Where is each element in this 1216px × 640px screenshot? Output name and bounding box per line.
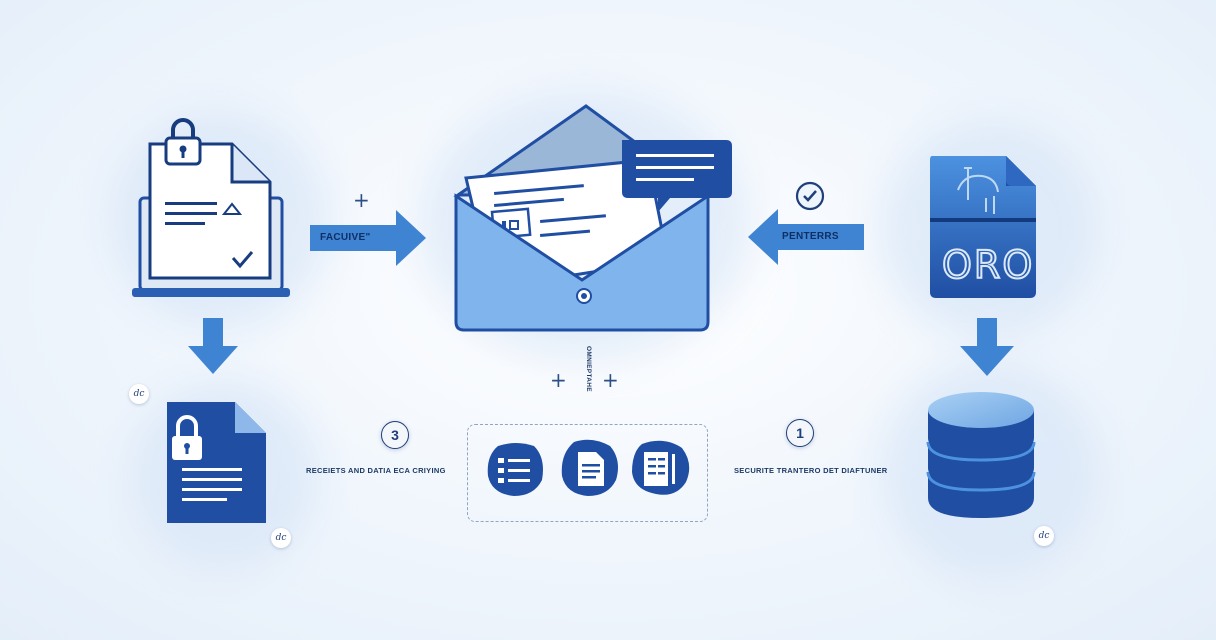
secure-panel-icon: ORO xyxy=(930,156,1036,298)
right-arrow xyxy=(310,210,426,266)
panel-glyphs: ORO xyxy=(942,243,1034,287)
left-arrow xyxy=(748,209,864,265)
right-arrow-label: FACUIVE" xyxy=(320,232,371,243)
down-arrow-right xyxy=(960,318,1014,376)
vertical-caption: OMNIEPTAHE xyxy=(585,346,592,392)
step-badge-1: 1 xyxy=(786,419,814,447)
right-caption: SECURITE TRANTERO DET DIAFTUNER xyxy=(734,466,888,475)
seal-mark-bottom-left: dc xyxy=(271,528,291,548)
left-caption: RECEIETS AND DATIA ECA CRIYING xyxy=(306,466,446,475)
plus-sign-left: + xyxy=(550,368,567,392)
database-icon xyxy=(926,392,1036,518)
plus-sign: + xyxy=(353,188,370,212)
document-badge-icon xyxy=(561,439,618,496)
locked-file-icon xyxy=(167,402,266,523)
plus-sign-right: + xyxy=(602,368,619,392)
laptop-document-icon xyxy=(132,118,290,297)
check-icon xyxy=(795,181,825,211)
step-badge-3: 3 xyxy=(381,421,409,449)
document-cluster-box xyxy=(467,424,708,522)
seal-mark-left: dc xyxy=(129,384,149,404)
seal-mark-right: dc xyxy=(1034,526,1054,546)
form-badge-icon xyxy=(632,440,690,495)
down-arrow-left xyxy=(188,318,238,374)
left-arrow-label: PENTERRS xyxy=(782,231,839,242)
envelope-icon xyxy=(453,104,732,332)
list-badge-icon xyxy=(487,443,543,496)
